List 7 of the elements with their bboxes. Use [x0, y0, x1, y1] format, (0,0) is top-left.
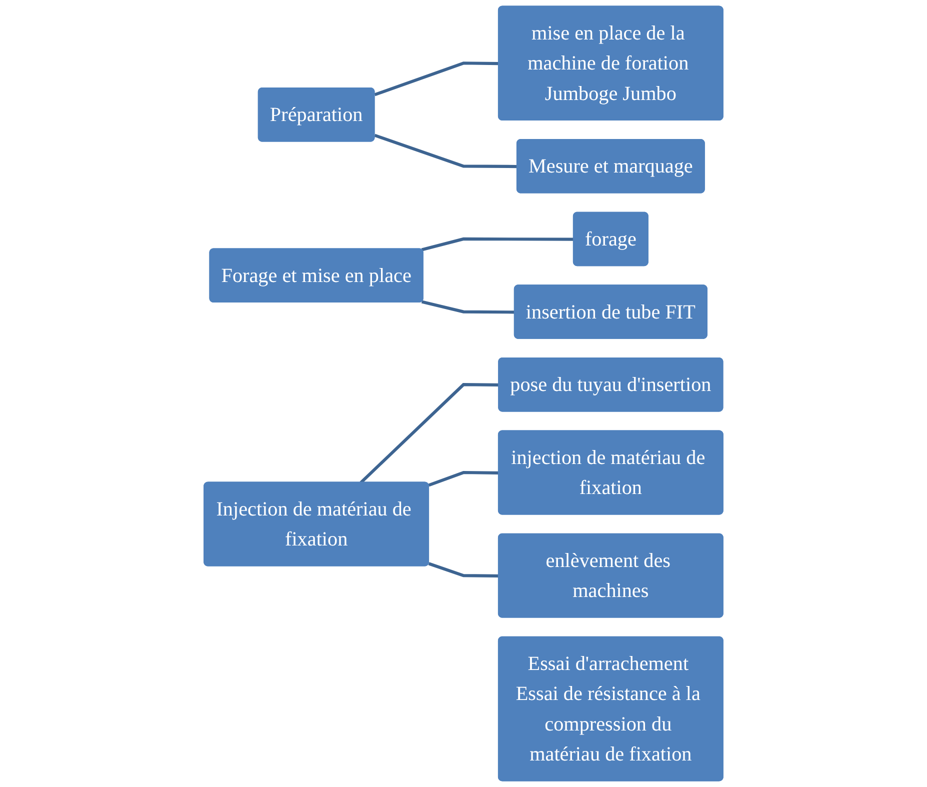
connector [428, 470, 499, 487]
connector [421, 237, 574, 252]
connector [374, 134, 518, 168]
connector [360, 383, 499, 484]
connector [374, 62, 499, 96]
connector [428, 562, 499, 578]
connector [421, 300, 515, 314]
